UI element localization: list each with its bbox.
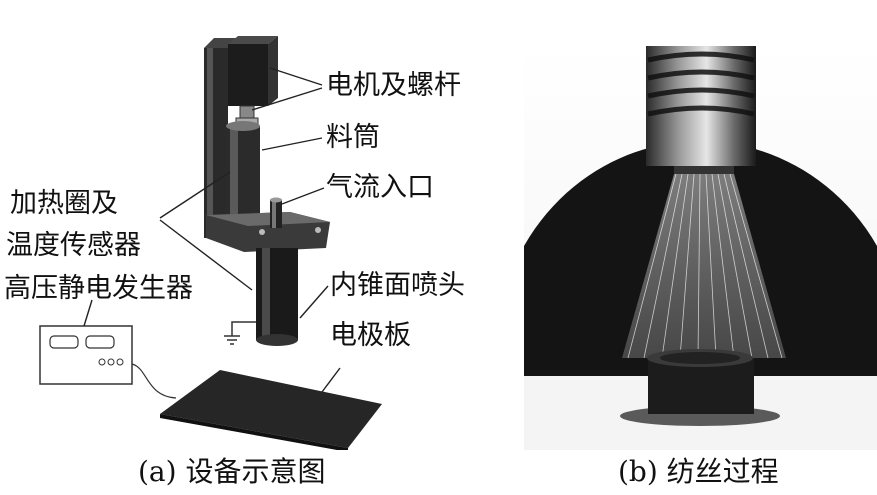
photo-rendering bbox=[524, 46, 877, 450]
air-inlet bbox=[270, 197, 282, 228]
label-heating-ring-line2: 温度传感器 bbox=[6, 230, 141, 261]
label-barrel: 料筒 bbox=[326, 122, 380, 153]
horizontal-plate bbox=[206, 212, 330, 252]
equipment-schematic bbox=[39, 36, 382, 450]
ground-symbol bbox=[224, 321, 256, 345]
label-motor-screw: 电机及螺杆 bbox=[326, 70, 461, 101]
label-heating-ring-line1: 加热圈及 bbox=[10, 188, 118, 219]
label-airflow-inlet: 气流入口 bbox=[326, 172, 434, 203]
hv-cable bbox=[131, 363, 177, 399]
electrode-plate bbox=[160, 370, 382, 450]
frame-column bbox=[204, 38, 238, 238]
caption-panel-a: (a) 设备示意图 bbox=[138, 455, 326, 488]
barrel bbox=[226, 121, 260, 216]
spinning-process-photo bbox=[524, 46, 877, 450]
label-nozzle: 内锥面喷头 bbox=[330, 270, 465, 301]
label-hv-generator: 高压静电发生器 bbox=[4, 273, 193, 304]
hv-generator-box bbox=[39, 325, 133, 385]
label-electrode-plate: 电极板 bbox=[330, 320, 411, 351]
motor-box bbox=[228, 36, 278, 106]
nozzle-body bbox=[256, 248, 298, 346]
caption-panel-b: (b) 纺丝过程 bbox=[618, 455, 779, 488]
leader-lines bbox=[83, 67, 341, 393]
